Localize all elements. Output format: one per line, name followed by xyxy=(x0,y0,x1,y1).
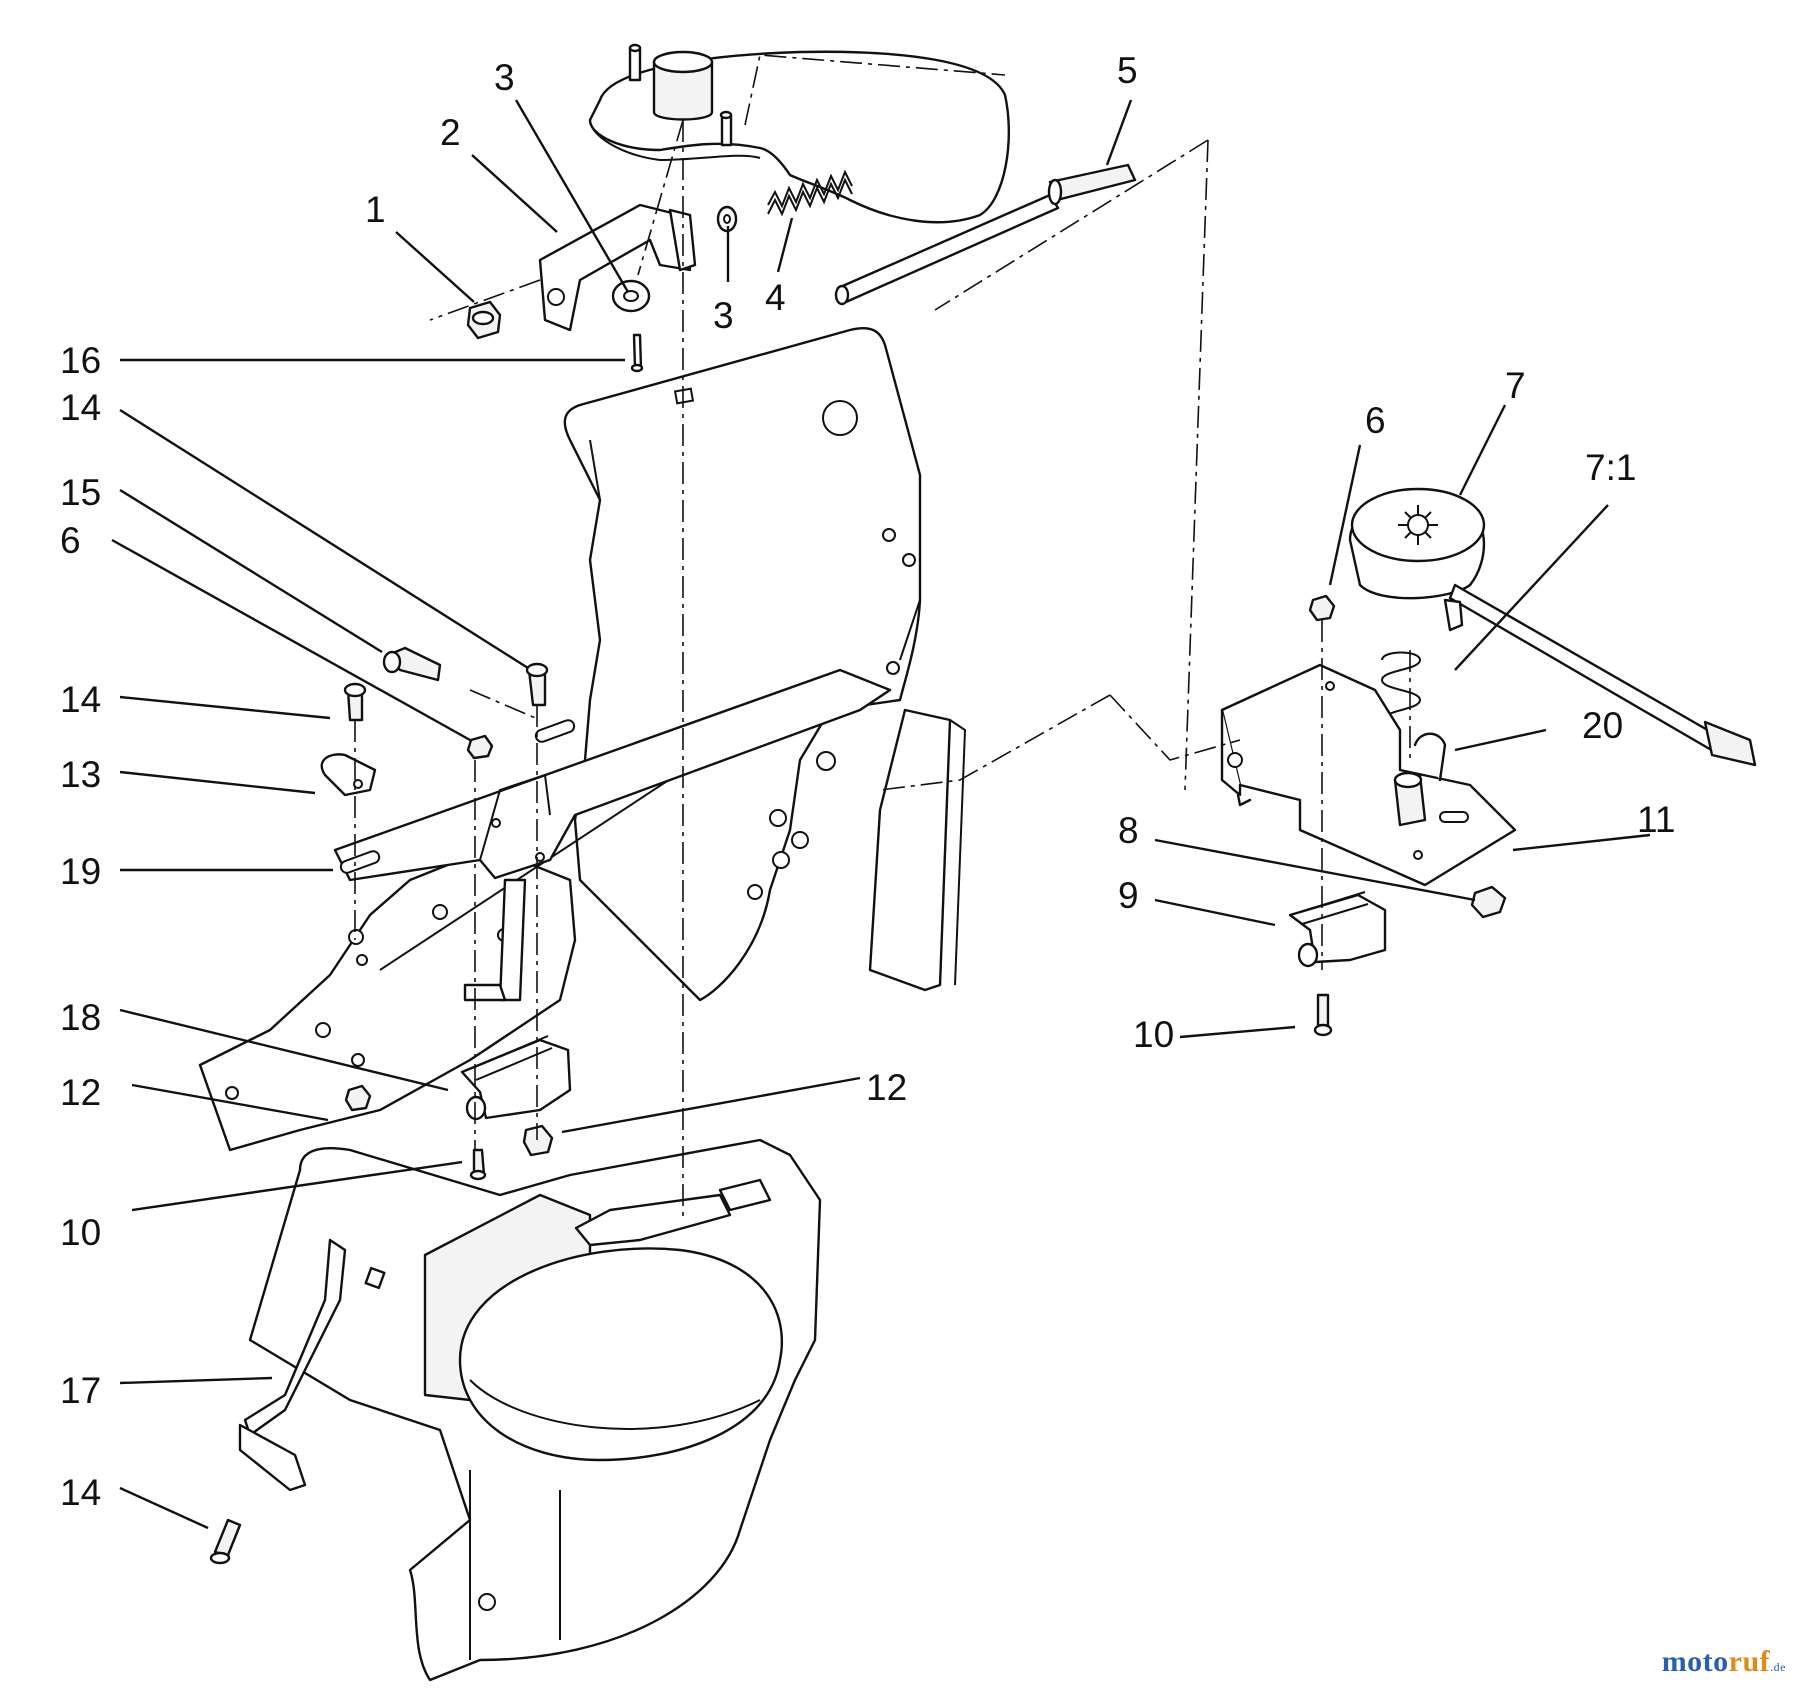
part-8-nut xyxy=(1470,885,1507,919)
part-2-bracket xyxy=(538,203,697,332)
part-11-plate xyxy=(1220,663,1517,887)
part-16-pin xyxy=(630,333,644,373)
callout-7: 7 xyxy=(1505,365,1526,406)
lower-housing xyxy=(248,1138,822,1682)
part-14-bolt-c xyxy=(209,1518,242,1565)
callout-14-lower: 14 xyxy=(60,1472,101,1513)
part-3-washer xyxy=(611,205,738,313)
part-6-nut-left xyxy=(466,734,494,760)
part-10-screw-right xyxy=(1313,993,1333,1037)
callout-17: 17 xyxy=(60,1370,101,1411)
callout-7-1: 7:1 xyxy=(1585,447,1636,488)
part-10-screw-left xyxy=(469,1148,487,1181)
part-14-bolt-a xyxy=(525,662,549,707)
part-7-knob xyxy=(1348,487,1757,767)
watermark-part-1: moto xyxy=(1661,1645,1729,1678)
callout-6-left: 6 xyxy=(60,520,81,561)
callout-5: 5 xyxy=(1117,50,1138,91)
part-14-bolt-b xyxy=(343,682,367,722)
callout-9: 9 xyxy=(1118,875,1139,916)
callout-10-left: 10 xyxy=(60,1212,101,1253)
callout-11: 11 xyxy=(1637,799,1675,840)
assembly-lines xyxy=(354,54,1411,1220)
part-12-nut-a xyxy=(344,1084,372,1112)
part-7-1-spring xyxy=(1380,651,1422,721)
callout-1: 1 xyxy=(365,189,386,230)
callout-3-bottom: 3 xyxy=(713,295,734,336)
part-5-rod xyxy=(834,163,1137,306)
callout-15: 15 xyxy=(60,472,101,513)
part-18-switch xyxy=(460,1035,572,1121)
top-lever-plate xyxy=(588,43,1011,224)
part-17-lever xyxy=(238,1238,386,1492)
callout-14-upper: 14 xyxy=(60,387,101,428)
callout-10-right: 10 xyxy=(1133,1014,1174,1055)
callout-12-left: 12 xyxy=(60,1072,101,1113)
callout-19: 19 xyxy=(60,851,101,892)
part-1-nut xyxy=(466,300,502,340)
callout-4: 4 xyxy=(765,277,786,318)
leader-lines xyxy=(111,99,1651,1530)
callout-18: 18 xyxy=(60,997,101,1038)
callout-16: 16 xyxy=(60,340,101,381)
part-4-spring xyxy=(767,169,853,217)
part-12-nut-b xyxy=(522,1124,554,1157)
bracket-19 xyxy=(333,668,892,1002)
watermark-part-2: ruf xyxy=(1728,1645,1771,1678)
main-bracket-plate xyxy=(563,326,967,1002)
part-9-switch xyxy=(1288,891,1387,968)
callout-8: 8 xyxy=(1118,810,1139,851)
part-13-clip xyxy=(320,753,377,797)
part-15-bolt xyxy=(382,646,442,682)
callout-6-right: 6 xyxy=(1365,400,1386,441)
callout-14-mid: 14 xyxy=(60,679,101,720)
watermark-logo: motoruf.de xyxy=(1662,1645,1786,1679)
callout-20: 20 xyxy=(1582,705,1623,746)
callout-13: 13 xyxy=(60,754,101,795)
part-6-nut-right xyxy=(1308,594,1336,622)
callout-12-right: 12 xyxy=(866,1067,907,1108)
callout-3-top: 3 xyxy=(494,57,515,98)
watermark-suffix: .de xyxy=(1770,1660,1786,1674)
callout-labels: 1 2 3 3 4 5 16 14 15 6 14 13 19 18 12 12… xyxy=(60,50,1675,1513)
callout-2: 2 xyxy=(440,112,461,153)
